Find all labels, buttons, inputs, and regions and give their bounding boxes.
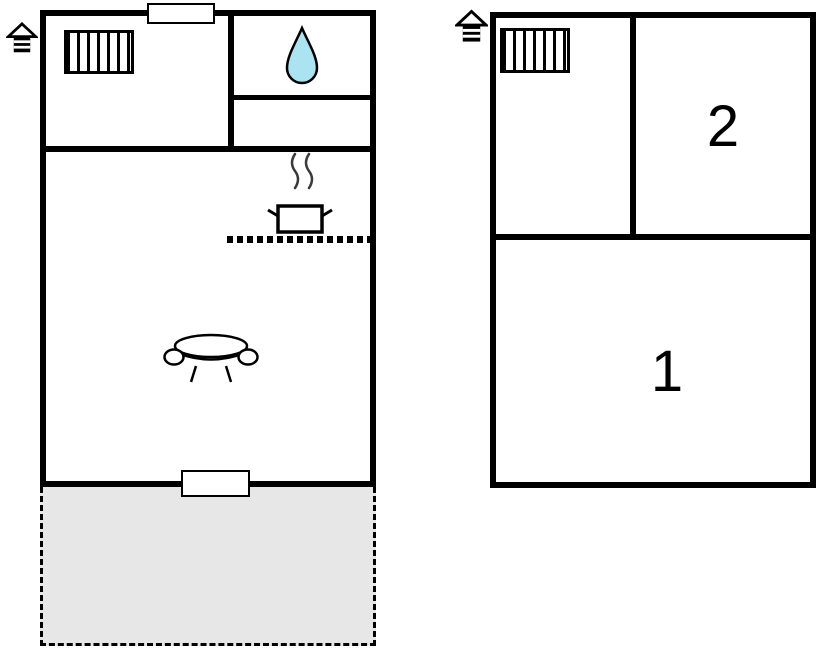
kitchen-counter-dotted-line (227, 236, 370, 243)
door-bottom (181, 470, 250, 497)
room-label-1: 1 (650, 338, 684, 404)
sofa-icon (163, 333, 259, 383)
entrance-house-icon (6, 22, 38, 53)
room-label-2: 2 (706, 93, 740, 159)
interior-wall-vertical (630, 18, 636, 240)
interior-wall-vertical (228, 16, 234, 152)
entrance-house-icon (455, 9, 488, 42)
window-icon (500, 28, 570, 73)
water-drop-icon (285, 24, 319, 85)
left-building (40, 3, 376, 497)
terrace-area (40, 487, 376, 646)
door-top (147, 3, 215, 24)
right-building: 2 1 (490, 12, 816, 488)
interior-wall-bath-divider (228, 95, 370, 100)
window-icon (64, 30, 134, 74)
interior-wall-horizontal (46, 146, 370, 152)
interior-wall-horizontal (496, 234, 810, 240)
cooking-pot-icon (267, 152, 333, 234)
